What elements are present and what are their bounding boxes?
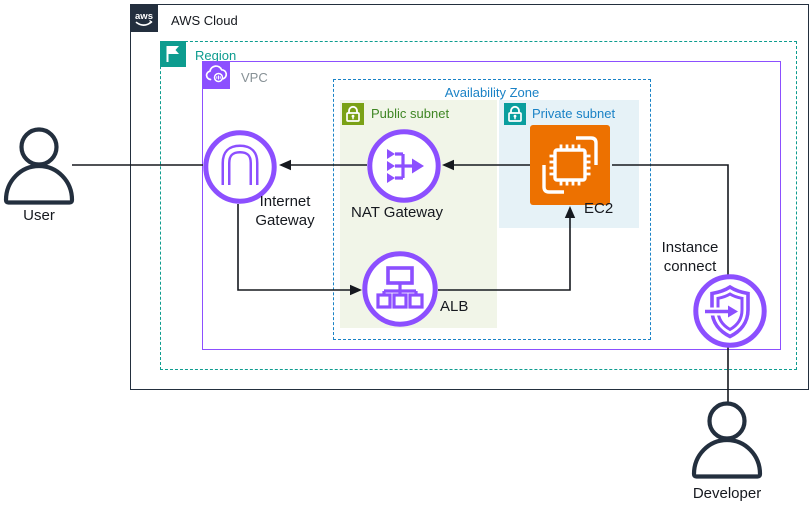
ec2-label: EC2: [584, 200, 614, 217]
user-icon: [3, 127, 75, 205]
region-icon: [160, 41, 186, 67]
user-label: User: [23, 207, 55, 224]
alb-label: ALB: [440, 298, 469, 315]
vpc-label: VPC: [241, 70, 268, 85]
aws-cloud-icon: aws: [130, 4, 158, 32]
internet-gateway-icon: [203, 130, 277, 204]
developer-icon: [691, 401, 763, 479]
public-subnet-lock-icon: [342, 103, 364, 125]
private-subnet-lock-icon: [504, 103, 526, 125]
nat-gateway-label: NAT Gateway: [351, 204, 443, 221]
availability-zone-label: Availability Zone: [444, 85, 540, 100]
alb-icon: [362, 251, 438, 327]
nat-gateway-icon: [367, 129, 441, 203]
aws-cloud-container: aws AWS Cloud: [130, 4, 809, 390]
internet-gateway-label: Internet Gateway: [255, 193, 315, 229]
aws-cloud-label: AWS Cloud: [171, 13, 238, 28]
private-subnet-label: Private subnet: [532, 106, 616, 121]
public-subnet-label: Public subnet: [371, 106, 450, 121]
ec2-icon: [530, 125, 610, 205]
instance-connect-icon: [693, 274, 767, 348]
vpc-container: VPC: [202, 61, 781, 350]
aws-logo-text: aws: [135, 11, 153, 22]
vpc-icon: [202, 61, 230, 89]
instance-connect-label: Instance connect: [661, 239, 719, 275]
region-label: Region: [195, 48, 237, 63]
region-container: Region: [160, 41, 797, 370]
developer-label: Developer: [692, 485, 762, 502]
